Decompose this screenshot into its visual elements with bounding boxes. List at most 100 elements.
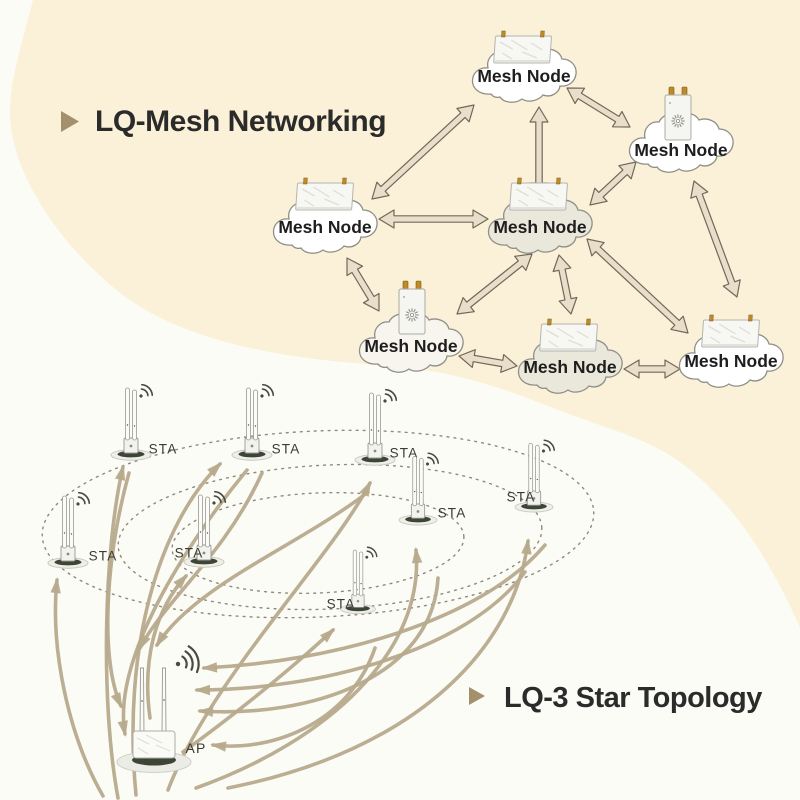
- sta-station: STA: [354, 388, 417, 466]
- mesh-link-arrow: [458, 349, 518, 373]
- mesh-link-arrow: [371, 104, 475, 200]
- wifi-signal-icon: [212, 490, 227, 505]
- sta-station: STA: [231, 383, 301, 461]
- arrowhead-icon: [110, 692, 123, 709]
- ap-antenna: [139, 667, 145, 738]
- ap-label: AP: [185, 740, 206, 756]
- sta-label: STA: [89, 549, 118, 564]
- sunburst-logo-icon: [671, 114, 685, 128]
- sta-antenna-device: [514, 443, 554, 513]
- arrowhead-icon: [521, 538, 532, 555]
- sta-label: STA: [438, 506, 467, 521]
- sta-station: STA: [507, 439, 555, 513]
- star-section-title: LQ-3 Star Topology: [504, 682, 762, 714]
- wifi-signal-icon: [541, 439, 555, 453]
- mesh-device-vertical: [398, 280, 426, 335]
- antenna-pin-icon: [556, 177, 561, 185]
- wifi-signal-icon: [76, 491, 91, 506]
- mesh-device-flat: [701, 314, 760, 348]
- ap-body: [132, 730, 176, 759]
- antenna-pin-icon: [501, 30, 506, 38]
- mesh-node-top: Mesh Node: [471, 30, 577, 103]
- mesh-link-arrow: [566, 87, 631, 128]
- arrowhead-icon: [411, 547, 423, 564]
- cloud-shape: [358, 312, 464, 373]
- sta-antenna-device: [354, 392, 396, 466]
- mesh-device-flat: [539, 318, 598, 352]
- mesh-link-arrow: [586, 238, 689, 334]
- wifi-signal-icon: [139, 383, 154, 398]
- star-link-arrow: [194, 547, 423, 790]
- wifi-signal-icon: [175, 645, 200, 674]
- mesh-device-vertical: [664, 86, 692, 141]
- sta-antenna-device: [339, 549, 377, 615]
- sta-antenna-device: [398, 456, 438, 526]
- antenna-pin-icon: [586, 318, 591, 326]
- triangle-bullet-icon: [61, 111, 79, 132]
- mesh-node-label: Mesh Node: [523, 357, 617, 377]
- coverage-orbit-ellipse: [171, 491, 465, 595]
- mesh-link-arrow: [690, 180, 741, 298]
- star-link-arrow: [210, 646, 377, 752]
- sta-label: STA: [327, 597, 356, 612]
- sta-station: STA: [47, 491, 118, 569]
- mesh-device-flat: [493, 30, 552, 64]
- sta-label: STA: [507, 490, 536, 505]
- star-link-arrow: [194, 570, 527, 696]
- coverage-orbit-ellipse: [117, 463, 543, 611]
- mesh-title-group: LQ-Mesh Networking: [61, 105, 387, 138]
- coverage-orbit-ellipse: [41, 429, 595, 619]
- arrowhead-icon: [197, 706, 214, 718]
- mesh-link-arrow: [346, 257, 380, 312]
- cloud-shape: [628, 112, 734, 173]
- arrowhead-icon: [210, 741, 227, 752]
- sta-label: STA: [272, 442, 301, 457]
- mesh-node-left: Mesh Node: [272, 177, 378, 254]
- mesh-node-bottom-right: Mesh Node: [678, 314, 784, 388]
- mesh-node-label: Mesh Node: [477, 66, 571, 86]
- triangle-bullet-icon: [469, 687, 485, 705]
- star-link-arrow: [50, 577, 105, 798]
- sta-antenna-device: [231, 387, 273, 461]
- star-link-arrow: [181, 627, 336, 754]
- mesh-link-arrow: [456, 253, 533, 315]
- arrowhead-icon: [173, 573, 189, 590]
- arrowhead-icon: [201, 662, 218, 673]
- mesh-node-label: Mesh Node: [684, 351, 778, 371]
- arrowhead-icon: [114, 464, 126, 481]
- antenna-pin-icon: [342, 177, 347, 185]
- sta-label: STA: [149, 442, 178, 457]
- sta-station: STA: [398, 452, 467, 526]
- antenna-pin-icon: [547, 318, 552, 326]
- star-link-arrow: [138, 471, 264, 651]
- star-link-arrow: [105, 471, 131, 709]
- sunburst-logo-icon: [405, 308, 419, 322]
- mesh-node-right: Mesh Node: [628, 86, 734, 173]
- antenna-pin-icon: [303, 177, 308, 185]
- arrowhead-icon: [117, 720, 128, 737]
- antenna-pin-icon: [517, 177, 522, 185]
- mesh-node-label: Mesh Node: [278, 217, 372, 237]
- mesh-device-flat: [509, 177, 568, 211]
- star-title-group: LQ-3 Star Topology: [469, 682, 763, 714]
- mesh-node-label: Mesh Node: [493, 217, 587, 237]
- mesh-device-flat: [295, 177, 354, 211]
- mesh-link-arrow: [589, 161, 637, 206]
- mesh-node-label: Mesh Node: [634, 140, 728, 160]
- mesh-link-arrow: [552, 254, 578, 315]
- star-link-arrow: [155, 490, 370, 648]
- arrowhead-icon: [194, 684, 210, 696]
- arrowhead-icon: [155, 631, 169, 648]
- mesh-node-center: Mesh Node: [487, 177, 593, 254]
- sta-station: STA: [327, 546, 378, 615]
- mesh-node-label: Mesh Node: [364, 336, 458, 356]
- antenna-pin-icon: [709, 314, 714, 322]
- mesh-node-lower-left: Mesh Node: [358, 280, 464, 373]
- sta-antenna-device: [110, 387, 152, 461]
- mesh-link-arrow: [378, 209, 489, 229]
- mesh-node-bottom-center: Mesh Node: [517, 318, 623, 394]
- sta-station: STA: [110, 383, 178, 461]
